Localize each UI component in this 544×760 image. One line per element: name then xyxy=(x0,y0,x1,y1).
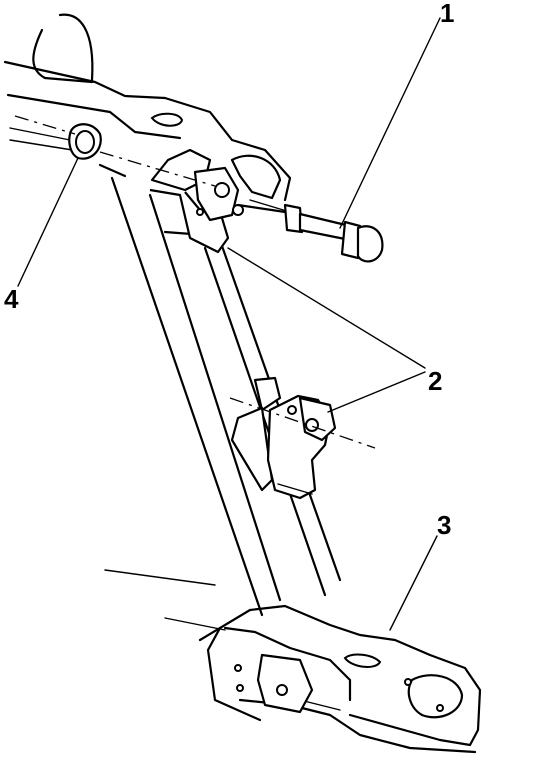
center-mount-insulator xyxy=(230,376,337,500)
callout-4: 4 xyxy=(4,284,19,314)
leader-line-4 xyxy=(17,157,79,287)
leader-line-1 xyxy=(339,17,441,229)
callout-3: 3 xyxy=(437,510,451,540)
leader-line-2a xyxy=(227,247,426,369)
centerline-axes xyxy=(14,115,376,449)
leader-line-2b xyxy=(327,371,426,413)
leader-lines xyxy=(17,17,441,631)
callout-2: 2 xyxy=(428,366,442,396)
bolt xyxy=(236,203,384,263)
lower-frame-rail xyxy=(104,569,482,754)
leader-line-3 xyxy=(389,535,438,631)
callout-1: 1 xyxy=(440,0,454,28)
crossmember-beam xyxy=(110,176,342,617)
upper-frame-rail xyxy=(3,13,292,213)
nut xyxy=(68,123,102,160)
callouts: 1 2 3 4 xyxy=(4,0,454,540)
